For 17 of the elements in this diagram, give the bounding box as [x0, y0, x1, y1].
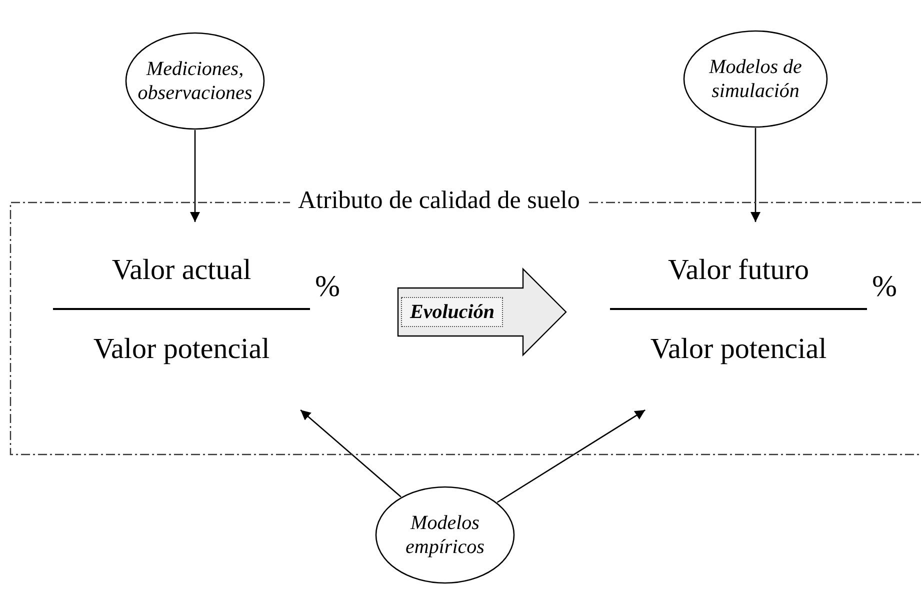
percent-sign: % [872, 270, 897, 304]
ellipse-node [125, 32, 265, 130]
arrow [496, 409, 646, 503]
edge-label: Evolución [401, 297, 504, 327]
ellipse-label: Modelos de simulación [708, 55, 803, 103]
numerator-text: Valor futuro [667, 253, 810, 287]
ellipse-node [375, 486, 515, 584]
percent-sign: % [315, 270, 340, 304]
denominator-text: Valor potencial [649, 332, 828, 366]
denominator-text: Valor potencial [92, 332, 271, 366]
ellipse-label: Modelos empíricos [404, 511, 486, 559]
ellipse-node [683, 30, 828, 128]
ellipse-label: Mediciones, observaciones [136, 57, 254, 105]
arrow [300, 410, 402, 498]
arrow [190, 130, 200, 222]
arrow [750, 128, 760, 222]
numerator-text: Valor actual [110, 253, 252, 287]
